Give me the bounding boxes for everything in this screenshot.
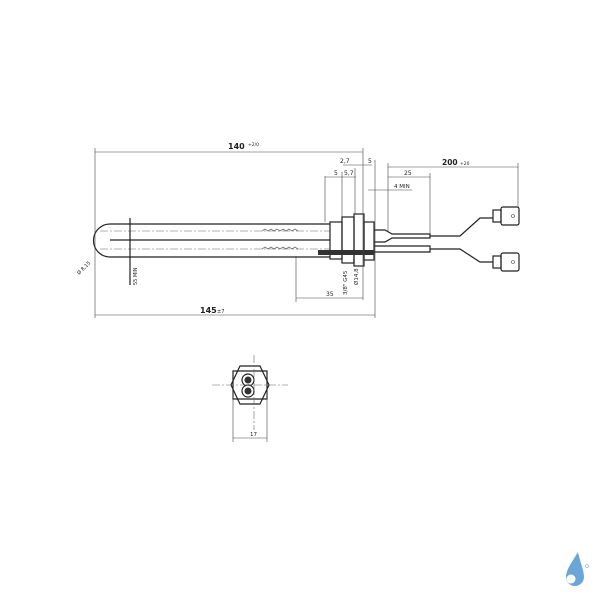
connector-upper (492, 206, 520, 226)
dim-25: 25 (404, 170, 412, 177)
heating-element-side-view (92, 206, 520, 285)
dimension-labels: 140 +2/0 145 ±7 200 +20 25 4 MIN 2,7 5 5… (75, 142, 469, 315)
dim-2-7: 2,7 (340, 158, 350, 165)
gasket (318, 250, 374, 255)
dim-145-tol: ±7 (217, 309, 224, 315)
hex-end-view: 17 (212, 355, 288, 442)
dim-35: 35 (326, 291, 334, 298)
dim-4-min: 4 MIN (394, 184, 410, 190)
dim-200-tol: +20 (460, 161, 470, 167)
connector-lower (492, 252, 520, 272)
nut-hex (363, 221, 375, 261)
water-drop-logo-icon (566, 552, 589, 586)
dim-140-tol: +2/0 (248, 142, 259, 148)
dim-5-7: 5,7 (344, 170, 354, 177)
dim-55-min: 55 MIN (133, 267, 139, 285)
dim-17: 17 (250, 432, 257, 438)
nut (353, 213, 365, 267)
tube-outline (92, 223, 330, 258)
dim-tube-diameter: Ø 8,15 (75, 260, 92, 277)
dim-5-left: 5 (334, 170, 338, 177)
dim-thread: 3/8" G45 (343, 270, 349, 295)
dim-140: 140 (228, 142, 245, 151)
dimension-lines (94, 148, 519, 318)
resistor-coil-upper (261, 228, 299, 232)
fitting-thread (341, 216, 355, 264)
resistor-coil-lower (261, 246, 299, 250)
dim-145: 145 (200, 306, 217, 315)
dim-nut-diameter: Ø14,8 (353, 268, 360, 285)
dim-5-top: 5 (368, 158, 372, 165)
dim-200: 200 (442, 158, 458, 167)
